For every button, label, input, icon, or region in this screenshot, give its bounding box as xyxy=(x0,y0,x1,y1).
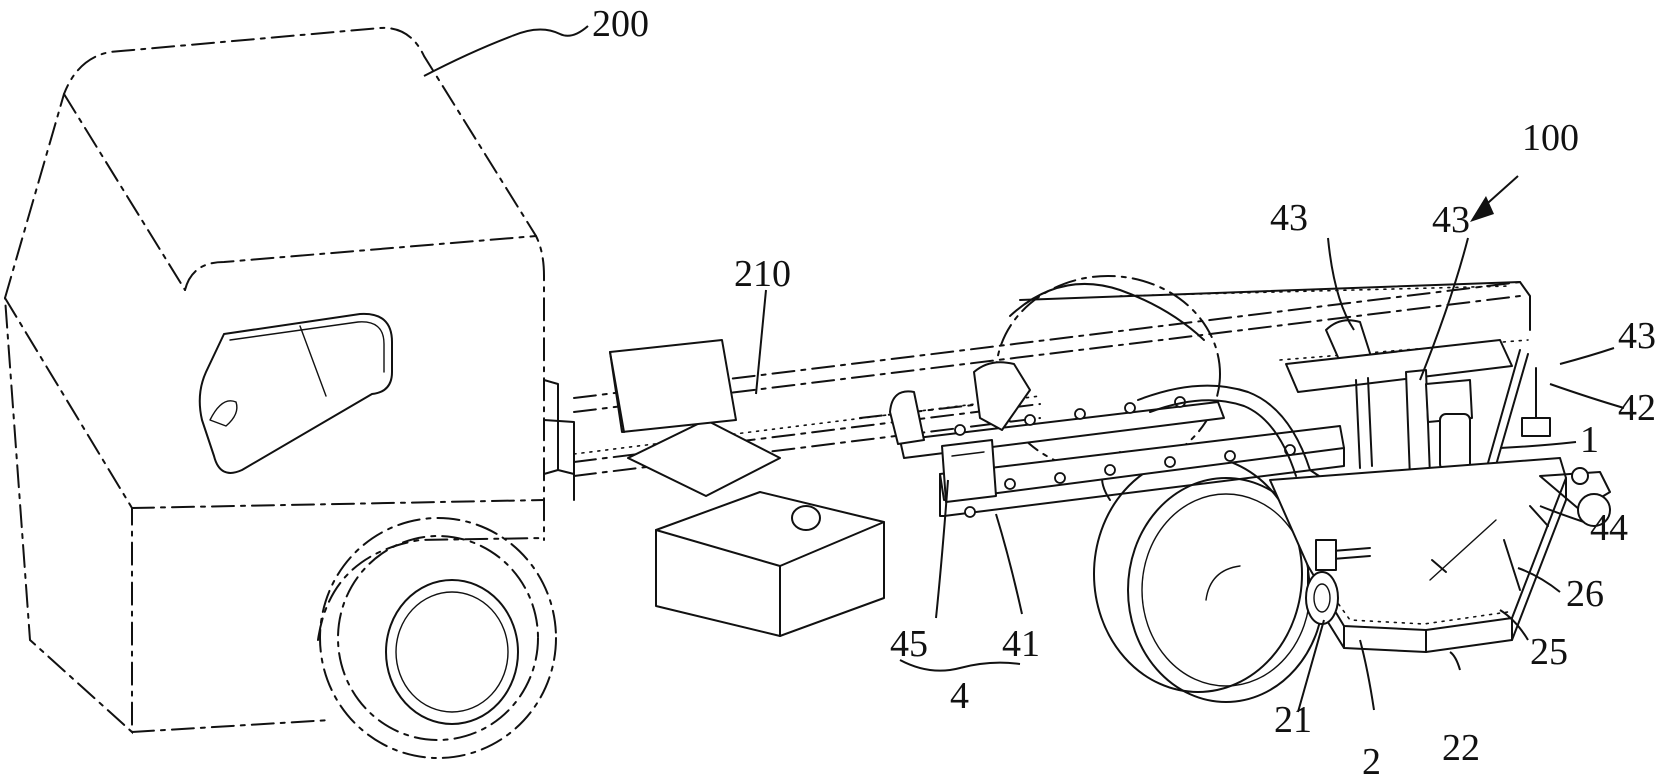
reference-numerals: 200 210 100 43 43 43 42 1 44 26 25 22 2 … xyxy=(592,3,1656,783)
ref-100: 100 xyxy=(1522,117,1579,159)
leader-1 xyxy=(1499,441,1577,449)
ref-22: 22 xyxy=(1442,727,1480,769)
lift-assembly xyxy=(889,319,1377,518)
ref-1: 1 xyxy=(1580,419,1599,461)
leader-2 xyxy=(1359,639,1375,711)
ref-25: 25 xyxy=(1530,631,1568,673)
front-caster xyxy=(1305,539,1371,625)
truck-cab xyxy=(4,26,575,735)
leader-42 xyxy=(1549,383,1625,409)
ref-43-c: 43 xyxy=(1618,315,1656,357)
ref-41: 41 xyxy=(1002,623,1040,665)
ref-21: 21 xyxy=(1274,699,1312,741)
leader-210 xyxy=(755,289,767,395)
leader-41 xyxy=(995,513,1023,615)
platform xyxy=(1269,457,1611,653)
ref-200: 200 xyxy=(592,3,649,45)
ref-2: 2 xyxy=(1362,741,1381,783)
ref-210: 210 xyxy=(734,253,791,295)
leader-22 xyxy=(1449,651,1461,671)
leader-43a xyxy=(1327,237,1355,331)
leader-26 xyxy=(1517,567,1561,593)
leader-21 xyxy=(1297,619,1325,713)
beam-holes xyxy=(954,396,1296,518)
front-wheel xyxy=(317,517,557,759)
leader-43c xyxy=(1559,347,1615,365)
ref-43-a: 43 xyxy=(1270,197,1308,239)
leader-25 xyxy=(1499,609,1529,641)
ref-42: 42 xyxy=(1618,387,1656,429)
leader-4-brace xyxy=(899,659,1021,672)
leader-200 xyxy=(511,25,589,37)
ref-43-b: 43 xyxy=(1432,199,1470,241)
ref-4: 4 xyxy=(950,675,969,717)
leader-45 xyxy=(935,479,949,619)
chassis-frame xyxy=(573,281,1531,637)
leader-200-tail xyxy=(423,35,513,77)
ref-44: 44 xyxy=(1590,507,1628,549)
leader-lines xyxy=(423,25,1625,713)
leader-44 xyxy=(1539,505,1585,523)
ref-45: 45 xyxy=(890,623,928,665)
ref-26: 26 xyxy=(1566,573,1604,615)
leader-43b xyxy=(1419,237,1469,381)
arrowhead-100 xyxy=(1470,196,1494,222)
